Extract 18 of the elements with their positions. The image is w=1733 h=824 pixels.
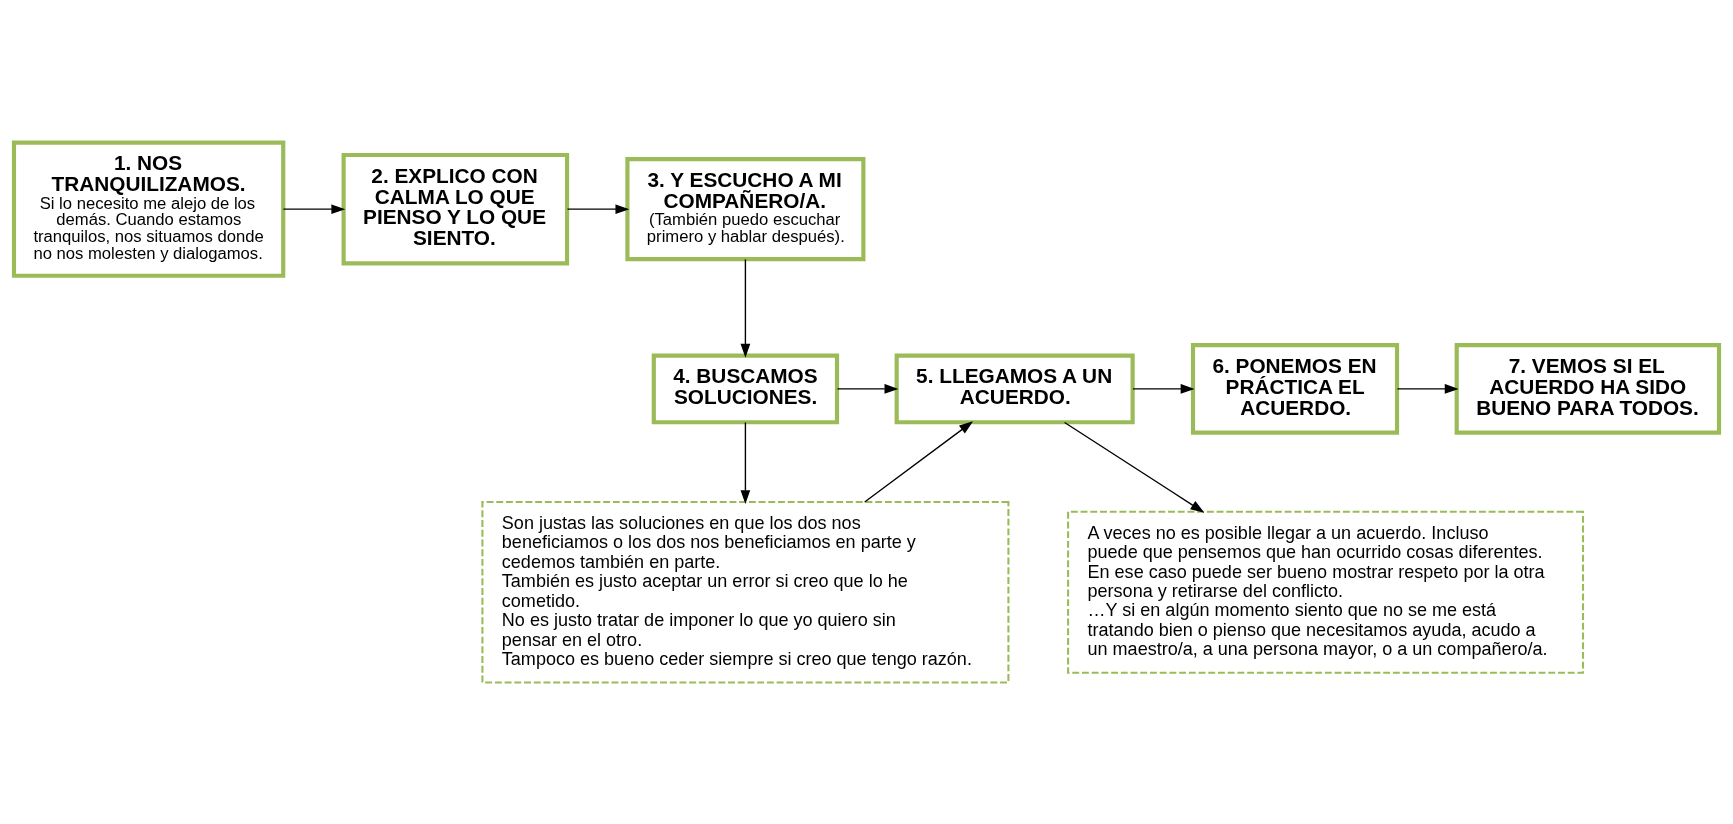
arrow bbox=[740, 421, 751, 504]
node-box: 2. EXPLICO CON CALMA LO QUE PIENSO Y LO QUE SIENTO. bbox=[341, 152, 570, 265]
arrow bbox=[1063, 421, 1205, 513]
node-box: 3. Y ESCUCHO A MI COMPAÑERO/A. (También puedo escuchar primero y hablar después). bbox=[625, 156, 866, 261]
node-box: 5. LLEGAMOS A UN ACUERDO. bbox=[894, 353, 1135, 424]
node-box: Son justas las soluciones en que los dos nos beneficiamos o los dos nos beneficiamos en parte y cedemos también en parte. También es justo aceptar un error si creo que lo he cometido. No es justo tratar de imponer lo que yo quiero sin pensar en el otro. Tampoco es bueno ceder siempre si creo que tengo razón. bbox=[481, 500, 1010, 683]
node-box: A veces no es posible llegar a un acuerdo. Incluso puede que pensemos que han ocurrido cosas diferentes. En ese caso puede ser bueno mostrar respeto por la otra persona y retirarse del conflicto. …Y si en algún momento siento que no se me está tratando bien o pienso que necesitamos ayuda, acudo a un maestro/a, a una persona mayor, o a un compañero/a. bbox=[1067, 510, 1585, 674]
arrow bbox=[1396, 383, 1459, 394]
node-box: 4. BUSCAMOS SOLUCIONES. bbox=[651, 353, 840, 424]
arrow bbox=[1132, 383, 1195, 394]
arrow bbox=[282, 203, 346, 214]
node-box: 1. NOS TRANQUILIZAMOS. Si lo necesito me alejo de los demás. Cuando estamos tranquilos, nos situamos donde no nos molesten y dialogamos. bbox=[11, 139, 286, 278]
arrow bbox=[740, 258, 751, 358]
node-box: 6. PONEMOS EN PRÁCTICA EL ACUERDO. bbox=[1190, 342, 1400, 435]
node-box: 7. VEMOS SI EL ACUERDO HA SIDO BUENO PARA TODOS. bbox=[1454, 342, 1722, 435]
arrow bbox=[836, 383, 899, 394]
arrow bbox=[566, 203, 630, 214]
arrow bbox=[864, 420, 974, 503]
